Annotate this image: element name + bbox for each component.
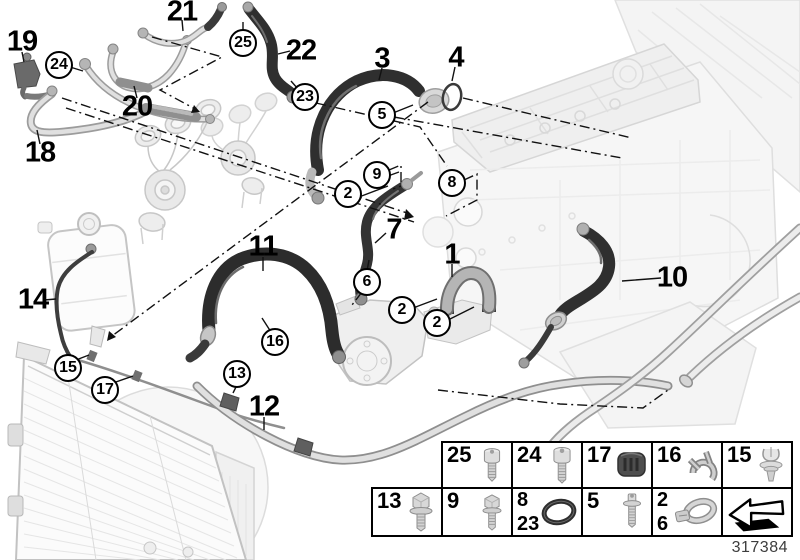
legend-label: 9 — [447, 488, 460, 513]
callout-5[interactable]: 5 — [368, 101, 396, 129]
legend-cell-13[interactable]: 13 — [371, 487, 443, 537]
torx-screw-icon — [622, 493, 642, 528]
hex-bolt-icon — [482, 494, 502, 531]
legend-label: 6 — [657, 513, 669, 535]
hose-22 — [243, 3, 298, 100]
callout-18[interactable]: 18 — [24, 136, 56, 169]
legend-cell-2-6[interactable]: 2 6 — [651, 487, 723, 537]
rubber-mount-icon — [617, 452, 646, 477]
expanding-rivet-icon — [759, 447, 783, 482]
hose-14 — [54, 250, 94, 360]
valve-19 — [13, 59, 41, 89]
callout-2[interactable]: 2 — [334, 180, 362, 208]
callout-19[interactable]: 19 — [6, 25, 38, 58]
callout-25[interactable]: 25 — [229, 29, 257, 57]
callout-13[interactable]: 13 — [223, 360, 251, 388]
clip-17 — [131, 369, 143, 383]
legend-cell-9[interactable]: 9 — [441, 487, 513, 537]
hex-flange-bolt-icon — [409, 492, 433, 532]
clip-15 — [86, 349, 98, 363]
callout-4[interactable]: 4 — [448, 41, 464, 74]
callout-3[interactable]: 3 — [374, 42, 390, 75]
legend-label: 2 — [657, 489, 669, 511]
callout-24[interactable]: 24 — [45, 51, 73, 79]
leader-solid — [21, 19, 662, 430]
tank-cap — [77, 212, 101, 236]
callout-11[interactable]: 11 — [248, 230, 279, 263]
callout-6[interactable]: 6 — [353, 268, 381, 296]
legend-cell-5[interactable]: 5 — [581, 487, 653, 537]
callout-21[interactable]: 21 — [166, 0, 198, 28]
leader-lines — [21, 19, 669, 430]
legend-cell-25[interactable]: 25 — [441, 441, 513, 489]
spring-clamp-icon — [687, 450, 718, 482]
legend-label: 23 — [517, 513, 540, 535]
turbo-coolant-pipes — [13, 2, 227, 137]
callout-23[interactable]: 23 — [291, 83, 319, 111]
direction-arrow-icon — [728, 498, 785, 532]
legend-row-2: 13 9 8 23 — [371, 487, 793, 537]
radiator — [7, 341, 269, 560]
callout-1[interactable]: 1 — [444, 238, 460, 271]
legend-label: 8 — [517, 489, 529, 511]
socket-head-screw-icon — [553, 447, 571, 484]
diagram-part-number: 317384 — [731, 539, 788, 556]
callout-10[interactable]: 10 — [656, 261, 688, 294]
legend-label: 17 — [587, 442, 612, 467]
hose-clamp-icon — [674, 497, 718, 525]
legend-cell-24[interactable]: 24 — [511, 441, 583, 489]
legend-cell-16[interactable]: 16 — [651, 441, 723, 489]
expansion-tank — [37, 212, 136, 348]
legend-cell-direction[interactable] — [721, 487, 793, 537]
legend-label: 5 — [587, 488, 600, 513]
callout-2[interactable]: 2 — [388, 296, 416, 324]
callout-20[interactable]: 20 — [121, 90, 153, 123]
vent-line — [69, 356, 286, 430]
callout-9[interactable]: 9 — [363, 161, 391, 189]
callout-2[interactable]: 2 — [423, 309, 451, 337]
legend-label: 25 — [447, 442, 472, 467]
callout-22[interactable]: 22 — [285, 34, 317, 67]
legend-label: 13 — [377, 488, 402, 513]
callout-12[interactable]: 12 — [248, 390, 280, 423]
legend-label: 24 — [517, 442, 542, 467]
callout-17[interactable]: 17 — [91, 376, 119, 404]
gasket-4 — [441, 82, 463, 112]
socket-head-screw-icon — [483, 448, 501, 482]
hose-10 — [553, 225, 616, 323]
engine-ghost — [422, 0, 800, 429]
pump-pulley — [342, 336, 392, 386]
callout-8[interactable]: 8 — [438, 169, 466, 197]
coolant-hoses — [54, 1, 616, 430]
legend-label: 16 — [657, 442, 682, 467]
hose-3 — [310, 69, 425, 176]
callout-15[interactable]: 15 — [54, 354, 82, 382]
legend-row-1: 25 24 17 — [441, 441, 793, 489]
exhaust-manifolds — [134, 92, 278, 245]
o-ring-icon — [541, 498, 577, 526]
hose-11 — [202, 247, 345, 361]
callout-14[interactable]: 14 — [17, 283, 49, 316]
legend-cell-15[interactable]: 15 — [721, 441, 793, 489]
callout-7[interactable]: 7 — [386, 213, 402, 246]
legend-cell-8-23[interactable]: 8 23 — [511, 487, 583, 537]
legend-cell-17[interactable]: 17 — [581, 441, 653, 489]
legend-label: 15 — [727, 442, 752, 467]
callout-16[interactable]: 16 — [261, 328, 289, 356]
